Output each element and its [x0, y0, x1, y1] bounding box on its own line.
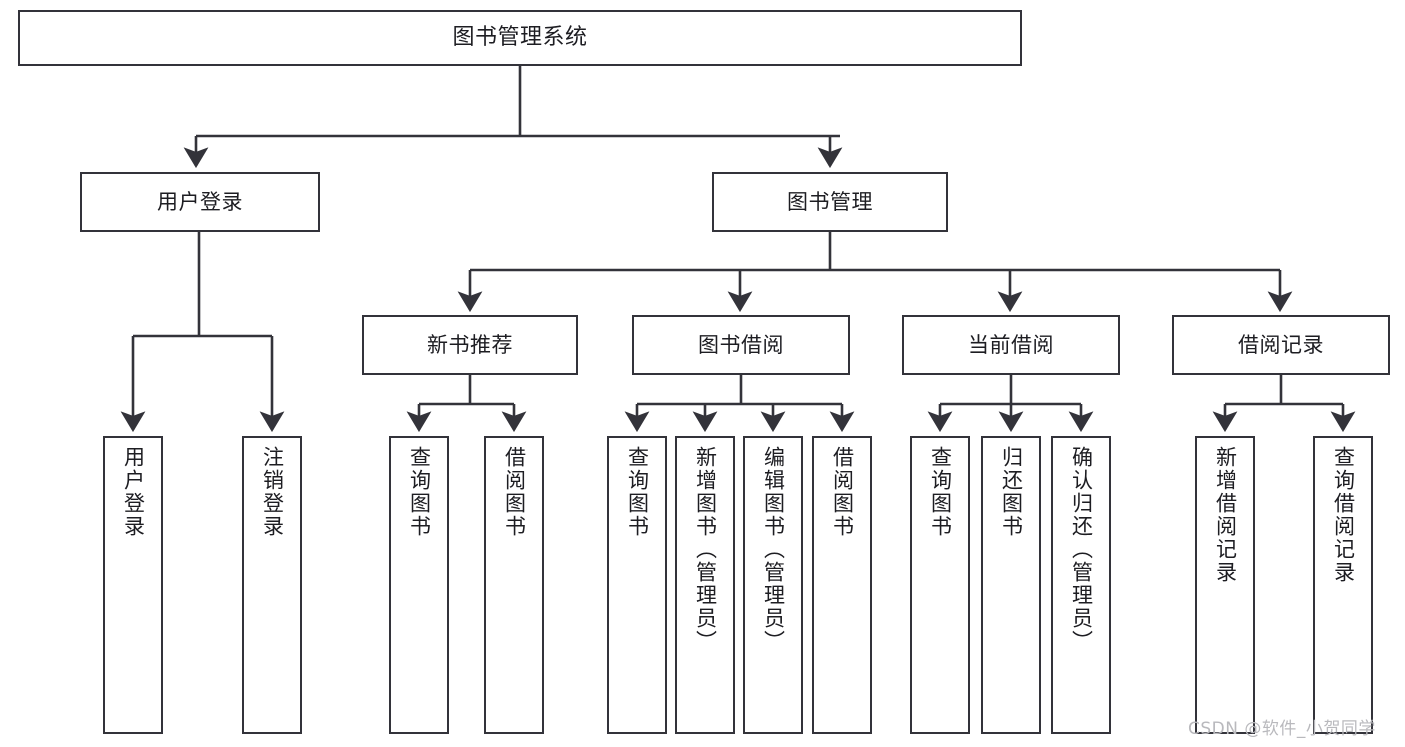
node-label: 借阅图书: [830, 446, 855, 538]
node-label: 用户登录: [121, 446, 146, 538]
node-borrow-record[interactable]: 借阅记录: [1172, 315, 1390, 375]
node-label: 注销登录: [260, 446, 285, 538]
node-label: 新增图书（管理员）: [693, 446, 718, 653]
node-current-borrow[interactable]: 当前借阅: [902, 315, 1120, 375]
node-label: 图书管理: [787, 189, 873, 214]
leaf-book-borrow-borrow-book[interactable]: 借阅图书: [812, 436, 872, 734]
csdn-watermark: CSDN @软件_小贺同学: [1188, 719, 1376, 739]
node-label: 借阅记录: [1238, 332, 1324, 357]
node-label: 新书推荐: [427, 332, 513, 357]
node-label: 确认归还（管理员）: [1069, 446, 1094, 653]
leaf-current-borrow-confirm-return[interactable]: 确认归还（管理员）: [1051, 436, 1111, 734]
node-label: 查询图书: [407, 446, 432, 538]
node-label: 查询图书: [928, 446, 953, 538]
node-user-login[interactable]: 用户登录: [80, 172, 320, 232]
node-label: 编辑图书（管理员）: [761, 446, 786, 653]
node-label: 查询借阅记录: [1331, 446, 1356, 584]
node-new-book-recommend[interactable]: 新书推荐: [362, 315, 578, 375]
leaf-current-borrow-return-book[interactable]: 归还图书: [981, 436, 1041, 734]
node-label: 用户登录: [157, 189, 243, 214]
node-book-management[interactable]: 图书管理: [712, 172, 948, 232]
node-label: 新增借阅记录: [1213, 446, 1238, 584]
leaf-book-borrow-query-book[interactable]: 查询图书: [607, 436, 667, 734]
node-label: 当前借阅: [968, 332, 1054, 357]
node-label: 查询图书: [625, 446, 650, 538]
node-label: 图书借阅: [698, 332, 784, 357]
node-label: 归还图书: [999, 446, 1024, 538]
leaf-user-login-logout[interactable]: 注销登录: [242, 436, 302, 734]
leaf-borrow-record-add-record[interactable]: 新增借阅记录: [1195, 436, 1255, 734]
leaf-current-borrow-query-book[interactable]: 查询图书: [910, 436, 970, 734]
leaf-new-book-borrow-book[interactable]: 借阅图书: [484, 436, 544, 734]
leaf-new-book-query-book[interactable]: 查询图书: [389, 436, 449, 734]
node-book-borrow[interactable]: 图书借阅: [632, 315, 850, 375]
leaf-book-borrow-edit-book[interactable]: 编辑图书（管理员）: [743, 436, 803, 734]
leaf-book-borrow-add-book[interactable]: 新增图书（管理员）: [675, 436, 735, 734]
node-label: 借阅图书: [502, 446, 527, 538]
leaf-user-login-login[interactable]: 用户登录: [103, 436, 163, 734]
node-root-system[interactable]: 图书管理系统: [18, 10, 1022, 66]
node-label: 图书管理系统: [452, 25, 588, 51]
leaf-borrow-record-query-record[interactable]: 查询借阅记录: [1313, 436, 1373, 734]
